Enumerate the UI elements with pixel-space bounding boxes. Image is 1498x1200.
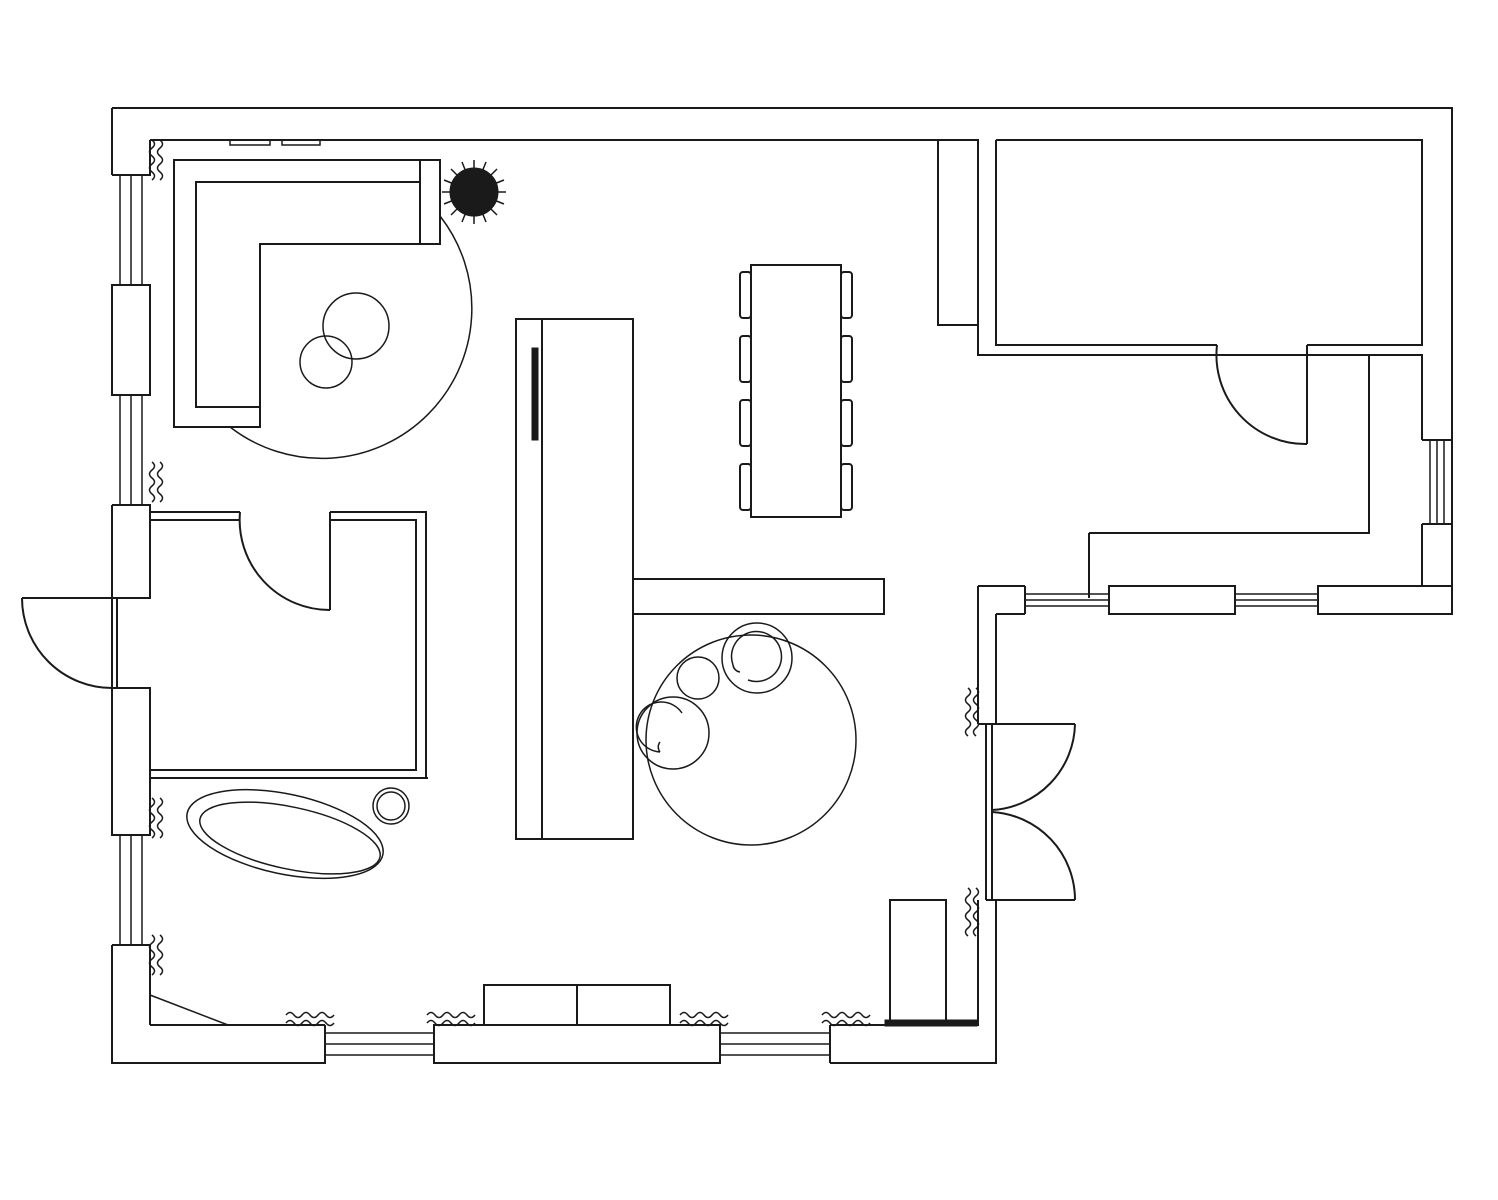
lounge-chair-2 [635,696,710,770]
radiator-7 [679,1011,729,1027]
wall-right-wing [995,139,1452,587]
window-right-sill-1 [1108,585,1236,615]
door-entrance [21,597,118,689]
radiator-1 [148,139,164,181]
bedroom-wall [149,511,427,778]
wall-left [111,140,428,1064]
bathroom [186,787,410,880]
window-right-2 [1235,593,1318,607]
dining-chair-left-2 [739,335,752,383]
side-table [676,656,720,700]
radiators [148,139,980,1027]
door-french-upper [985,723,1076,900]
bathtub-inner [199,801,381,875]
window-right-sill-2 [1317,585,1453,615]
sideboard [483,984,671,1026]
door-right-room [1215,344,1308,446]
radiator-6 [426,1011,476,1027]
window-bottom-2 [720,1032,830,1056]
living-area [173,159,506,460]
dining-chair-right-4 [840,463,853,511]
lounge-area [635,622,857,846]
wall-top [111,107,1453,615]
l-shaped-sofa [173,159,441,428]
window-bottom-1 [325,1032,434,1056]
wall-right-lower [830,585,1026,1064]
kitchen-sink [531,347,539,441]
kitchen [515,318,885,840]
window-top-sill [229,140,321,146]
kitchen-counter [632,578,885,615]
dining-chair-left-4 [739,463,752,511]
round-rug [229,215,473,460]
washbasin-outer [372,787,410,825]
dining-table [750,264,842,518]
coffee-table-large [322,292,390,360]
bedroom [149,511,427,778]
dining-chair-right-3 [840,399,853,447]
bathtub [186,788,384,880]
door-bedroom [238,511,331,612]
exterior-walls [111,107,1453,1064]
radiator-2 [148,461,164,503]
doors [21,344,1308,901]
radiator-10 [964,887,980,937]
dining-chair-left-3 [739,399,752,447]
coffee-table-small [299,335,353,389]
windows [119,140,1453,1056]
washbasin-inner [376,791,406,821]
radiator-8 [821,1011,871,1027]
dining-area [739,264,853,518]
dining-chair-left-1 [739,271,752,319]
wall-partition [937,140,1370,598]
dining-chair-right-1 [840,271,853,319]
window-right-1 [1025,593,1109,607]
potted-plant [442,160,506,224]
cabinet-base [884,1019,978,1027]
window-left-2 [119,395,143,505]
radiator-3 [148,797,164,839]
radiator-9 [964,687,980,737]
radiator-4 [148,934,164,976]
window-left-1 [119,175,143,285]
lounge-chair-1 [721,622,793,694]
round-rug-lounge [645,634,857,846]
dining-chair-right-2 [840,335,853,383]
window-left-3 [119,835,143,945]
cabinet [884,899,978,1027]
cabinet-body [889,899,947,1026]
radiator-5 [285,1011,335,1027]
door-french-lower [977,697,1077,901]
wall-bath-diagonal [149,994,229,1026]
window-right-3 [1429,440,1445,524]
